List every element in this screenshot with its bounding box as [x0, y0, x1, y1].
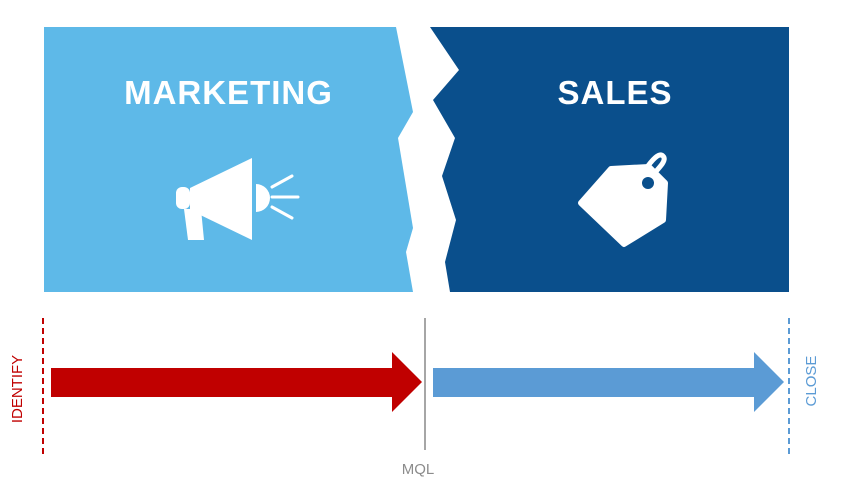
- marketing-title: MARKETING: [124, 74, 333, 111]
- close-label: CLOSE: [803, 355, 820, 407]
- marketing-panel: [44, 27, 413, 292]
- identify-label: IDENTIFY: [9, 354, 26, 424]
- mql-label: MQL: [401, 461, 435, 478]
- megaphone-icon: [176, 158, 300, 240]
- sales-title: SALES: [557, 74, 673, 111]
- sales-arrow: [433, 352, 784, 412]
- price-tag-icon: [578, 152, 668, 247]
- sales-panel: [430, 27, 789, 292]
- marketing-arrow: [51, 352, 422, 412]
